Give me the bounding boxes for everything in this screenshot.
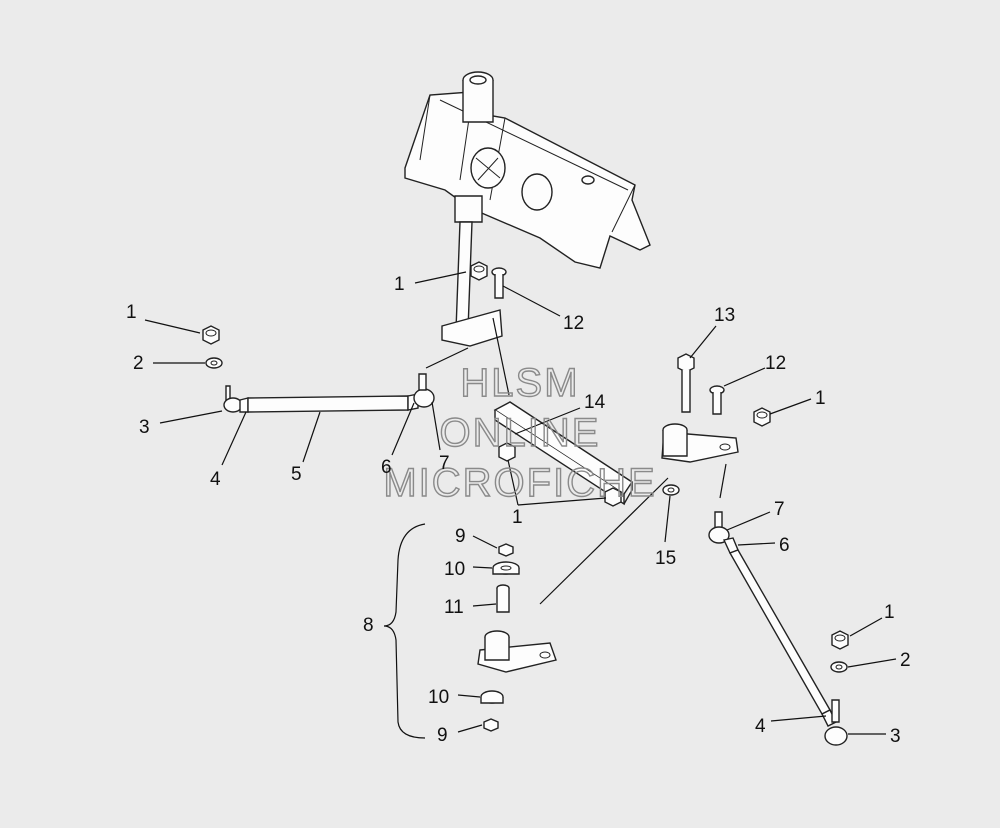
leader-lines — [144, 271, 897, 735]
kit-sleeve — [496, 584, 510, 613]
watermark-line-2: ONLINE — [440, 411, 601, 455]
callout-2-lower-right: 2 — [900, 650, 911, 671]
callouts: 1 12 1 2 3 4 5 6 7 14 13 12 1 1 15 7 6 9… — [126, 274, 911, 747]
callout-9-top: 9 — [455, 526, 466, 547]
assembly-lines — [425, 317, 727, 605]
kit-bushing-bottom — [480, 690, 504, 704]
callout-3-lower-right: 3 — [890, 726, 901, 747]
callout-11: 11 — [444, 597, 464, 618]
callout-1-lower-right: 1 — [884, 602, 895, 623]
callout-9-bottom: 9 — [437, 725, 448, 746]
callout-1-left: 1 — [126, 302, 137, 323]
callout-2-left: 2 — [133, 353, 144, 374]
right-nut-lower — [831, 630, 849, 650]
kit-bracket — [383, 523, 426, 739]
washer-15 — [662, 484, 680, 496]
watermark: HLSM ONLINE MICROFICHE — [383, 360, 656, 505]
watermark-line-1: HLSM — [460, 361, 579, 405]
callout-3-left: 3 — [139, 417, 150, 438]
right-nut — [753, 407, 771, 427]
steering-frame — [404, 71, 651, 269]
callout-13: 13 — [714, 305, 735, 326]
left-washer — [205, 357, 223, 369]
right-tie-rod — [708, 511, 848, 746]
steering-column — [441, 195, 503, 347]
callout-6-right: 6 — [779, 535, 790, 556]
callout-12-right: 12 — [765, 353, 786, 374]
callout-14: 14 — [584, 392, 606, 413]
callout-7-right: 7 — [774, 499, 785, 520]
kit-nut-bottom — [483, 718, 499, 732]
kit-nut-top — [498, 543, 514, 557]
center-bracket — [493, 401, 633, 507]
callout-12-upper: 12 — [563, 313, 584, 334]
kit-bushing-top — [492, 561, 520, 575]
callout-8: 8 — [363, 615, 374, 636]
callout-6-left: 6 — [381, 457, 392, 478]
callout-15: 15 — [655, 548, 676, 569]
callout-1-right: 1 — [815, 388, 826, 409]
callout-4-left: 4 — [210, 469, 221, 490]
upper-nut — [470, 261, 488, 281]
callout-10-top: 10 — [444, 559, 465, 580]
right-pitman-arm — [661, 423, 739, 463]
upper-bolt — [491, 267, 507, 299]
callout-1-center: 1 — [512, 507, 523, 528]
left-nut — [202, 325, 220, 345]
callout-7-left: 7 — [439, 453, 450, 474]
callout-4-lower-right: 4 — [755, 716, 766, 737]
watermark-line-3: MICROFICHE — [383, 461, 656, 505]
callout-10-bottom: 10 — [428, 687, 449, 708]
kit-arm — [477, 630, 557, 673]
right-washer-lower — [830, 661, 848, 673]
right-bolt-12 — [709, 385, 725, 415]
callout-5: 5 — [291, 464, 302, 485]
left-tie-rod — [223, 373, 435, 413]
right-bolt-13 — [677, 353, 695, 413]
callout-1-upper: 1 — [394, 274, 405, 295]
